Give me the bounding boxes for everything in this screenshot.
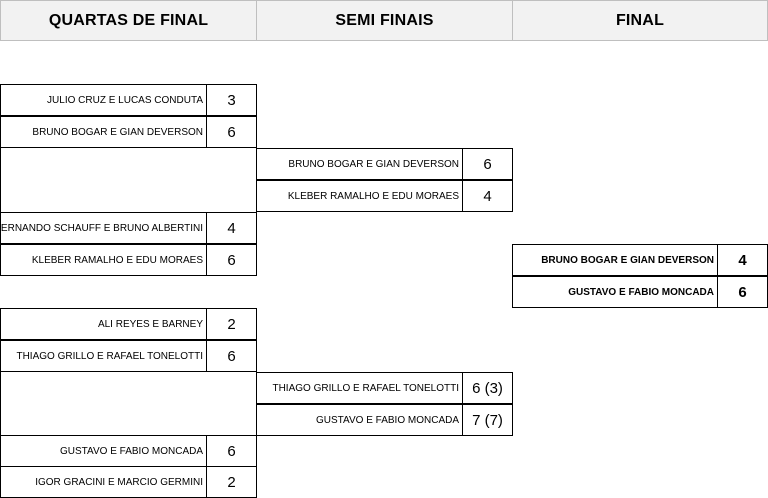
team-score: 4 bbox=[227, 219, 236, 237]
quarterfinal-4-team-1: GUSTAVO E FABIO MONCADA 6 bbox=[0, 435, 257, 467]
team-name: BRUNO BOGAR E GIAN DEVERSON bbox=[513, 245, 718, 275]
team-score: 6 bbox=[227, 123, 236, 141]
team-name: BRUNO BOGAR E GIAN DEVERSON bbox=[257, 149, 463, 179]
semifinal-1-team-1: BRUNO BOGAR E GIAN DEVERSON 6 bbox=[256, 148, 513, 180]
team-name: KLEBER RAMALHO E EDU MORAES bbox=[1, 245, 207, 275]
team-name: JULIO CRUZ E LUCAS CONDUTA bbox=[1, 85, 207, 115]
quarterfinal-2-team-1: FERNANDO SCHAUFF E BRUNO ALBERTINI 4 bbox=[0, 212, 257, 244]
quarterfinal-1-team-2: BRUNO BOGAR E GIAN DEVERSON 6 bbox=[0, 116, 257, 148]
quarterfinal-3-team-1: ALI REYES E BARNEY 2 bbox=[0, 308, 257, 340]
team-name: FERNANDO SCHAUFF E BRUNO ALBERTINI bbox=[1, 213, 207, 243]
header-quarterfinals: QUARTAS DE FINAL bbox=[0, 0, 257, 41]
quarterfinal-3-team-2: THIAGO GRILLO E RAFAEL TONELOTTI 6 bbox=[0, 340, 257, 372]
quarterfinal-1-team-1: JULIO CRUZ E LUCAS CONDUTA 3 bbox=[0, 84, 257, 116]
team-score: 7 (7) bbox=[472, 411, 503, 429]
header-semifinals: SEMI FINAIS bbox=[256, 0, 513, 41]
semifinal-2-team-1: THIAGO GRILLO E RAFAEL TONELOTTI 6 (3) bbox=[256, 372, 513, 404]
team-score: 6 bbox=[483, 155, 492, 173]
final-team-1: BRUNO BOGAR E GIAN DEVERSON 4 bbox=[512, 244, 768, 276]
team-name: THIAGO GRILLO E RAFAEL TONELOTTI bbox=[257, 373, 463, 403]
team-score: 6 bbox=[227, 251, 236, 269]
team-score: 6 bbox=[227, 442, 236, 460]
team-score: 4 bbox=[738, 251, 747, 269]
team-score: 2 bbox=[227, 315, 236, 333]
semifinal-2-team-2: GUSTAVO E FABIO MONCADA 7 (7) bbox=[256, 404, 513, 436]
team-name: GUSTAVO E FABIO MONCADA bbox=[513, 277, 718, 307]
team-score: 6 bbox=[227, 347, 236, 365]
team-name: BRUNO BOGAR E GIAN DEVERSON bbox=[1, 117, 207, 147]
semifinal-1-team-2: KLEBER RAMALHO E EDU MORAES 4 bbox=[256, 180, 513, 212]
header-final: FINAL bbox=[512, 0, 768, 41]
final-team-2: GUSTAVO E FABIO MONCADA 6 bbox=[512, 276, 768, 308]
team-name: GUSTAVO E FABIO MONCADA bbox=[1, 436, 207, 466]
quarterfinal-connector bbox=[0, 371, 257, 436]
team-name: IGOR GRACINI E MARCIO GERMINI bbox=[1, 467, 207, 497]
quarterfinal-4-team-2: IGOR GRACINI E MARCIO GERMINI 2 bbox=[0, 466, 257, 498]
team-name: KLEBER RAMALHO E EDU MORAES bbox=[257, 181, 463, 211]
quarterfinal-2-team-2: KLEBER RAMALHO E EDU MORAES 6 bbox=[0, 244, 257, 276]
quarterfinal-connector bbox=[0, 147, 257, 212]
team-score: 6 bbox=[738, 283, 747, 301]
team-score: 2 bbox=[227, 473, 236, 491]
team-name: ALI REYES E BARNEY bbox=[1, 309, 207, 339]
team-score: 4 bbox=[483, 187, 492, 205]
team-score: 3 bbox=[227, 91, 236, 109]
team-name: GUSTAVO E FABIO MONCADA bbox=[257, 405, 463, 435]
team-score: 6 (3) bbox=[472, 379, 503, 397]
team-name: THIAGO GRILLO E RAFAEL TONELOTTI bbox=[1, 341, 207, 371]
